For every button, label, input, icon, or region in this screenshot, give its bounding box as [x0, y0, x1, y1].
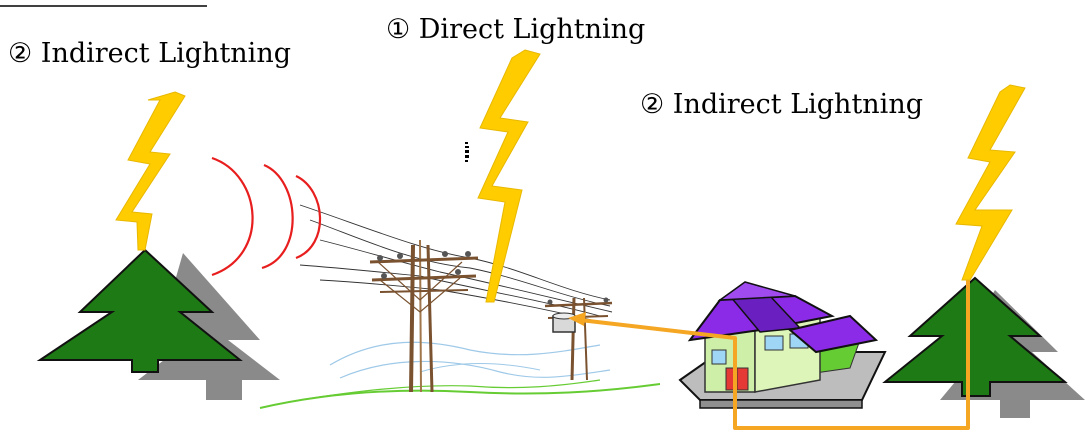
- transformer-icon: [552, 312, 576, 333]
- direct-lightning-label: ① Direct Lightning: [386, 14, 646, 45]
- tree-icon: [36, 248, 280, 400]
- induction-waves: [211, 156, 322, 277]
- lightning-bolt-icon: [955, 84, 1026, 281]
- tree-icon: [882, 276, 1085, 418]
- utility-pole-icon: [369, 239, 479, 393]
- indirect-lightning-label-left: ② Indirect Lightning: [8, 38, 291, 69]
- ground-lines: [259, 341, 661, 409]
- tick-mark: [465, 142, 469, 162]
- surge-path: [579, 280, 970, 430]
- lightning-bolt-icon: [477, 49, 541, 303]
- indirect-lightning-label-right: ② Indirect Lightning: [640, 89, 923, 120]
- surge-arrow-icon: [568, 312, 586, 326]
- lightning-bolt-icon: [115, 91, 186, 251]
- house-icon: [678, 281, 887, 409]
